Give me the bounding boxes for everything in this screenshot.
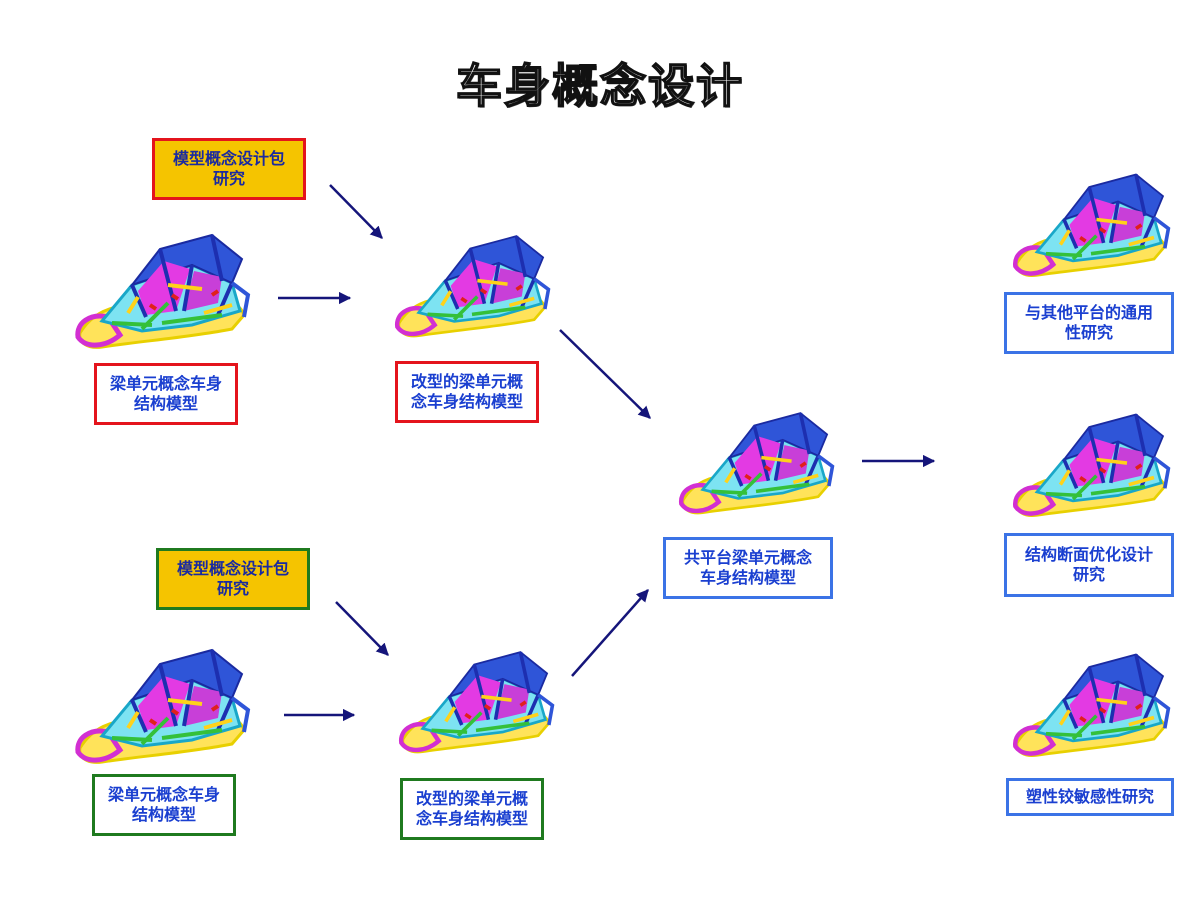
common-platform-model-label: 共平台梁单元概念 车身结构模型 [683,548,812,587]
beam-model-label: 梁单元概念车身 结构模型 [109,374,222,413]
beam-model-box-bottom: 梁单元概念车身 结构模型 [92,774,236,836]
arrow-pkg-bottom-to-mod [335,601,389,656]
section-optimization-study-label: 结构断面优化设计 研究 [1024,545,1153,584]
beam-model-box-top: 梁单元概念车身 结构模型 [94,363,238,425]
arrow-pkg-top-to-mod [329,184,383,239]
modified-beam-model-label: 改型的梁单元概 念车身结构模型 [415,789,528,828]
page-title: 车身概念设计 [455,58,744,114]
beam-model-label: 梁单元概念车身 结构模型 [107,785,220,824]
pkg-study-box-bottom: 模型概念设计包 研究 [156,548,310,610]
arrow-mod-top-to-common [559,329,651,419]
common-platform-model-box: 共平台梁单元概念 车身结构模型 [663,537,833,599]
section-optimization-study-box: 结构断面优化设计 研究 [1004,533,1174,597]
generic-platform-study-label: 与其他平台的通用 性研究 [1024,303,1153,342]
generic-platform-study-box: 与其他平台的通用 性研究 [1004,292,1174,354]
pkg-study-label: 模型概念设计包 研究 [172,149,285,188]
plastic-hinge-study-box: 塑性铰敏感性研究 [1006,778,1174,816]
pkg-study-box-top: 模型概念设计包 研究 [152,138,306,200]
modified-beam-model-box-top: 改型的梁单元概 念车身结构模型 [395,361,539,423]
arrow-mod-bottom-to-common [571,589,649,677]
modified-beam-model-box-bottom: 改型的梁单元概 念车身结构模型 [400,778,544,840]
plastic-hinge-study-label: 塑性铰敏感性研究 [1025,787,1154,806]
pkg-study-label: 模型概念设计包 研究 [176,559,289,598]
modified-beam-model-label: 改型的梁单元概 念车身结构模型 [410,372,523,411]
